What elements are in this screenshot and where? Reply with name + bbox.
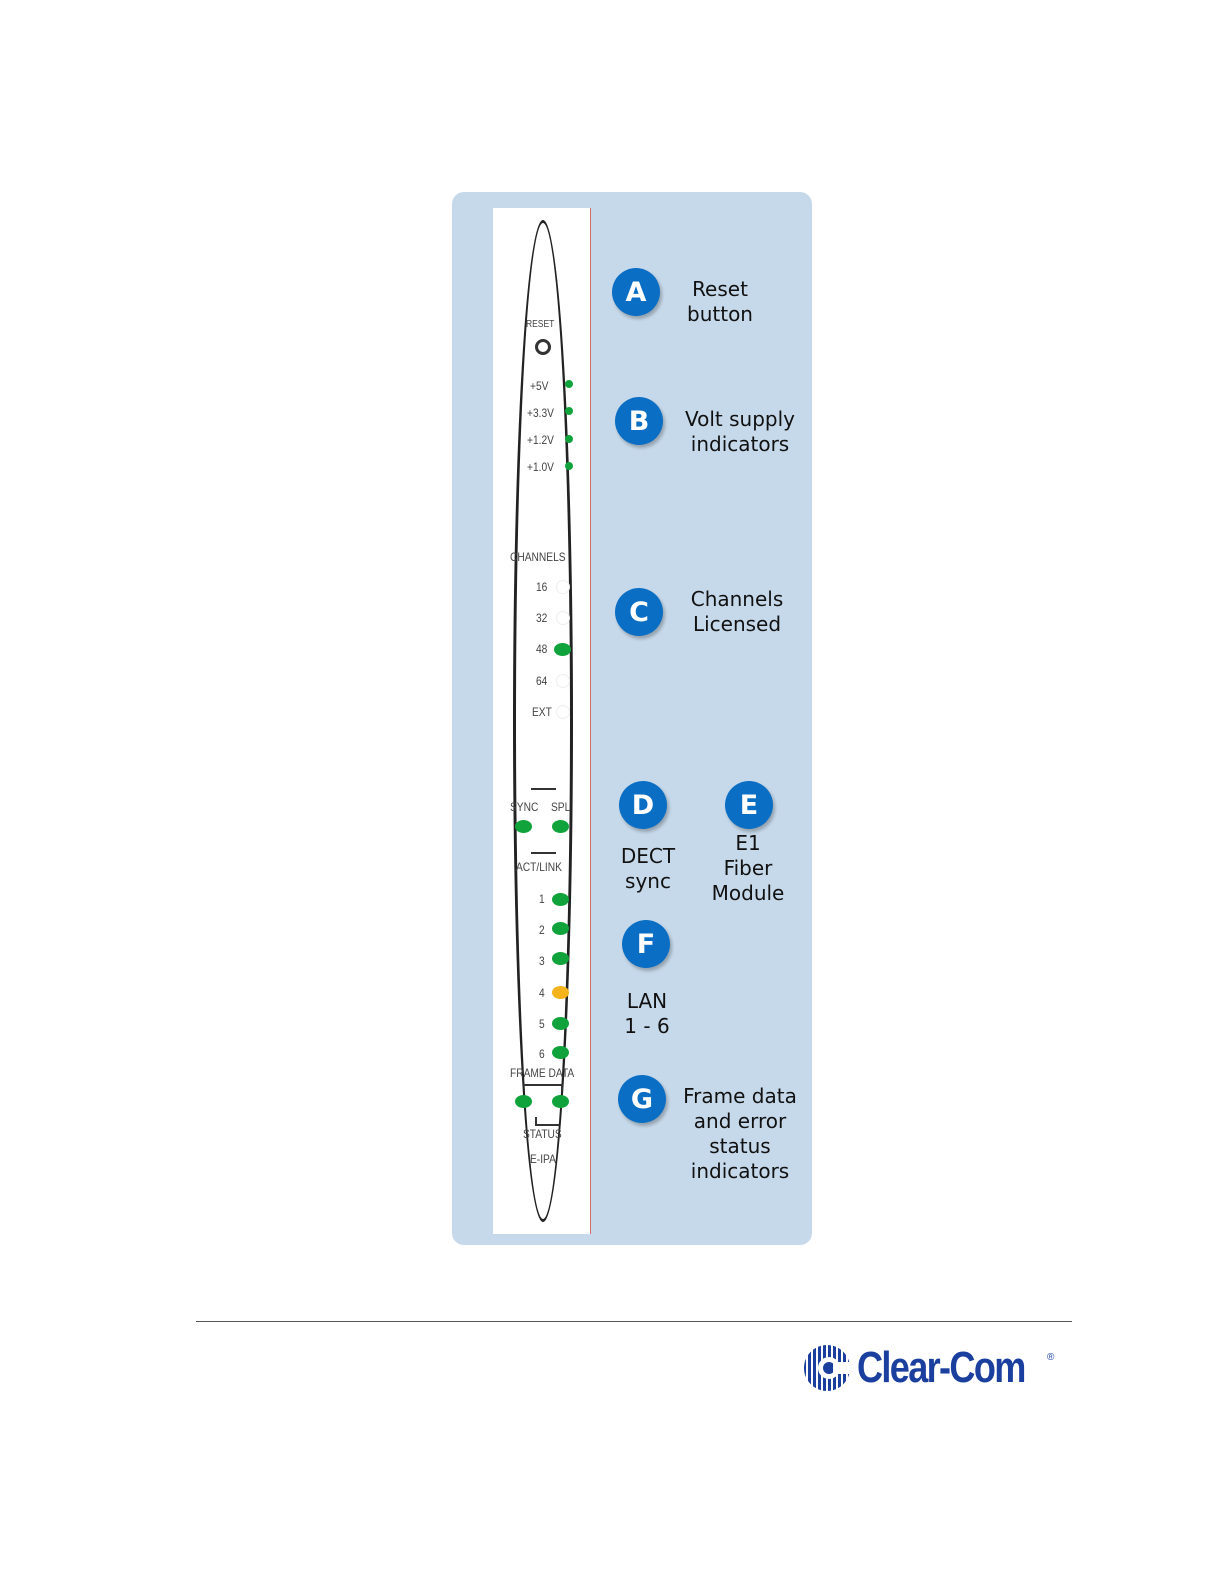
registered-mark: ® bbox=[1047, 1352, 1054, 1363]
status-led bbox=[552, 1095, 569, 1108]
lan-label-5: 5 bbox=[539, 1017, 545, 1031]
act-link-label: ACT/LINK bbox=[516, 860, 562, 874]
channel-led-ext bbox=[556, 705, 570, 719]
frame-data-bracket bbox=[523, 1084, 563, 1086]
callout-b-text: Volt supply indicators bbox=[672, 407, 808, 457]
channel-led-32 bbox=[556, 611, 570, 625]
lan-led-4 bbox=[552, 986, 569, 999]
lan-led-5 bbox=[552, 1017, 569, 1030]
callout-d-text: DECT sync bbox=[603, 844, 693, 894]
status-bracket-tick bbox=[535, 1117, 537, 1125]
lan-led-6 bbox=[552, 1046, 569, 1059]
channel-led-48 bbox=[554, 643, 571, 656]
callout-f-text: LAN 1 - 6 bbox=[602, 989, 692, 1039]
voltage-label-1v0: +1.0V bbox=[527, 460, 554, 474]
lan-led-1 bbox=[552, 893, 569, 906]
frame-data-led bbox=[515, 1095, 532, 1108]
callout-g-text: Frame data and error status indicators bbox=[672, 1084, 808, 1184]
callout-e-badge: E bbox=[725, 781, 773, 829]
lan-label-4: 4 bbox=[539, 986, 545, 1000]
callout-e-text: E1 Fiber Module bbox=[698, 831, 798, 906]
status-label: STATUS bbox=[523, 1127, 562, 1141]
channel-label-ext: EXT bbox=[532, 705, 552, 719]
channel-label-16: 16 bbox=[536, 580, 547, 594]
callout-c-badge: C bbox=[615, 588, 663, 636]
sync-label: SYNC bbox=[510, 800, 538, 814]
lan-label-3: 3 bbox=[539, 954, 545, 968]
voltage-label-5v: +5V bbox=[530, 379, 548, 393]
lan-led-3 bbox=[552, 952, 569, 965]
callout-c-text: Channels Licensed bbox=[672, 587, 802, 637]
lan-label-1: 1 bbox=[539, 892, 545, 906]
channel-label-64: 64 bbox=[536, 674, 547, 688]
callout-a-badge: A bbox=[612, 268, 660, 316]
callout-d-badge: D bbox=[619, 781, 667, 829]
channel-led-16 bbox=[556, 580, 570, 594]
model-label: E-IPA bbox=[530, 1152, 556, 1166]
channels-label: CHANNELS bbox=[510, 550, 566, 564]
clear-com-logo-icon bbox=[803, 1340, 855, 1396]
callout-b-badge: B bbox=[615, 397, 663, 445]
frame-data-label: FRAME DATA bbox=[510, 1066, 574, 1080]
act-link-overline bbox=[531, 852, 556, 854]
sync-overline bbox=[531, 788, 556, 790]
spl-led bbox=[552, 820, 569, 833]
footer-rule bbox=[196, 1321, 1072, 1322]
voltage-led-1v2 bbox=[565, 435, 573, 443]
clear-com-wordmark: Clear-Com bbox=[857, 1340, 1025, 1396]
voltage-label-1v2: +1.2V bbox=[527, 433, 554, 447]
voltage-led-3v3 bbox=[565, 407, 573, 415]
lan-label-6: 6 bbox=[539, 1047, 545, 1061]
callout-g-badge: G bbox=[618, 1075, 666, 1123]
status-bracket bbox=[535, 1124, 559, 1126]
reset-label: RESET bbox=[526, 319, 554, 330]
sync-led bbox=[515, 820, 532, 833]
lan-label-2: 2 bbox=[539, 923, 545, 937]
clear-com-logo: Clear-Com ® bbox=[803, 1340, 1059, 1396]
callout-f-badge: F bbox=[622, 920, 670, 968]
channel-label-32: 32 bbox=[536, 611, 547, 625]
voltage-label-3v3: +3.3V bbox=[527, 406, 554, 420]
frame-data-bracket-tick bbox=[561, 1084, 563, 1091]
lan-led-2 bbox=[552, 922, 569, 935]
channel-label-48: 48 bbox=[536, 642, 547, 656]
channel-led-64 bbox=[556, 674, 570, 688]
reset-button[interactable] bbox=[535, 339, 551, 355]
callout-a-text: Reset button bbox=[660, 277, 780, 327]
voltage-led-1v0 bbox=[565, 462, 573, 470]
spl-label: SPL bbox=[551, 800, 570, 814]
voltage-led-5v bbox=[565, 380, 573, 388]
